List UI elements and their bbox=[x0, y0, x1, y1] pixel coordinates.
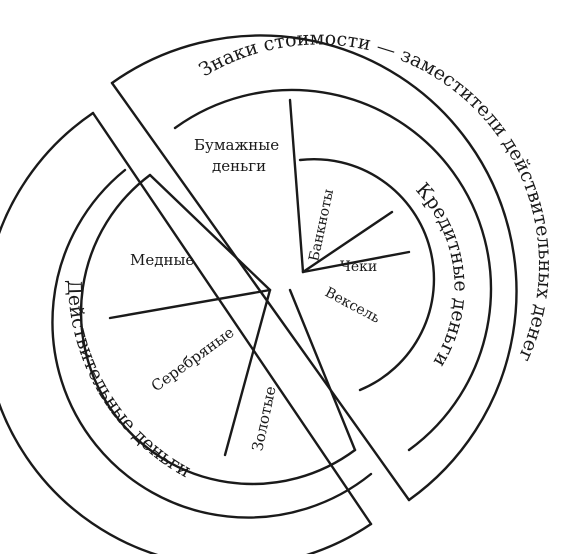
middle-right-label: Кредитные деньги bbox=[411, 179, 471, 371]
inner-disk bbox=[79, 98, 436, 486]
divider-central-band bbox=[288, 288, 357, 452]
silver-label: Серебряные bbox=[148, 323, 238, 395]
segment-paper-money: Бумажные деньги bbox=[194, 136, 279, 175]
divider-checks-bill bbox=[301, 250, 411, 274]
paper-money-label-line-1: Бумажные bbox=[194, 136, 279, 154]
bill-label: Вексель bbox=[322, 284, 383, 326]
outer-ring-left bbox=[0, 111, 373, 554]
divider-copper-silver bbox=[108, 288, 272, 320]
paper-money-label-line-2: деньги bbox=[212, 157, 266, 175]
gold-label: Золотые bbox=[248, 384, 279, 452]
divider-copper-paper bbox=[148, 173, 272, 292]
divider-banknotes-checks bbox=[301, 210, 394, 274]
copper-label: Медные bbox=[130, 251, 194, 269]
divider-silver-gold bbox=[223, 288, 272, 457]
checks-label: Чеки bbox=[340, 259, 377, 275]
divider-paper-banknotes bbox=[288, 98, 305, 274]
